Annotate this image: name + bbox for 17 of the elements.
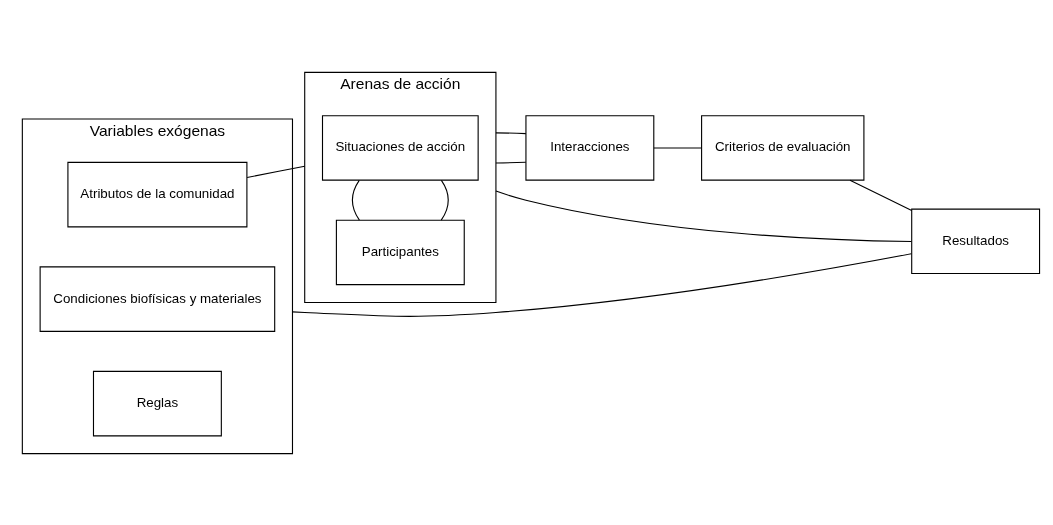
node-box: Condiciones biofísicas y materiales [39, 265, 276, 332]
connector [440, 179, 449, 221]
node-box: Reglas [92, 370, 222, 436]
connector [291, 252, 912, 317]
node-box: Resultados [911, 208, 1041, 274]
node-box: Situaciones de acción [321, 114, 479, 181]
connector [495, 161, 527, 163]
connector [495, 131, 527, 134]
node-box: Interacciones [525, 114, 655, 181]
connector [849, 179, 913, 211]
node-box: Criterios de evaluación [701, 114, 865, 181]
connector [653, 146, 702, 148]
node-box: Participantes [335, 219, 465, 285]
connector [351, 179, 360, 221]
node-box: Atributos de la comunidad [67, 161, 248, 227]
connector [495, 190, 913, 242]
connector [246, 165, 306, 178]
